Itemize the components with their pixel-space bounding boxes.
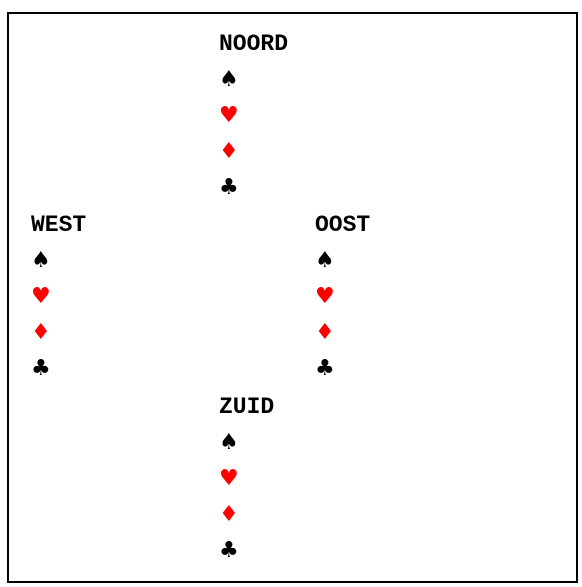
diamond-icon: ♦ xyxy=(219,139,239,164)
club-icon: ♣ xyxy=(219,175,239,200)
spade-icon: ♠ xyxy=(31,248,51,273)
heart-icon: ♥ xyxy=(31,284,51,309)
diamond-icon: ♦ xyxy=(31,320,51,345)
heart-icon: ♥ xyxy=(219,466,239,491)
club-icon: ♣ xyxy=(219,538,239,563)
bridge-diagram-frame: NOORD ♠ ♥ ♦ ♣ WEST ♠ ♥ ♦ ♣ OOST ♠ ♥ ♦ ♣ … xyxy=(7,12,578,583)
hand-north: NOORD ♠ ♥ ♦ ♣ xyxy=(219,26,288,206)
hand-north-label: NOORD xyxy=(219,31,289,57)
spade-icon: ♠ xyxy=(315,248,335,273)
hand-west-label: WEST xyxy=(31,212,87,238)
diamond-icon: ♦ xyxy=(219,502,239,527)
hand-south: ZUID ♠ ♥ ♦ ♣ xyxy=(219,389,274,569)
spade-icon: ♠ xyxy=(219,430,239,455)
heart-icon: ♥ xyxy=(219,103,239,128)
heart-icon: ♥ xyxy=(315,284,335,309)
club-icon: ♣ xyxy=(31,356,51,381)
hand-east: OOST ♠ ♥ ♦ ♣ xyxy=(315,207,370,387)
spade-icon: ♠ xyxy=(219,67,239,92)
diamond-icon: ♦ xyxy=(315,320,335,345)
hand-east-label: OOST xyxy=(315,212,371,238)
hand-south-label: ZUID xyxy=(219,394,275,420)
club-icon: ♣ xyxy=(315,356,335,381)
hand-west: WEST ♠ ♥ ♦ ♣ xyxy=(31,207,86,387)
